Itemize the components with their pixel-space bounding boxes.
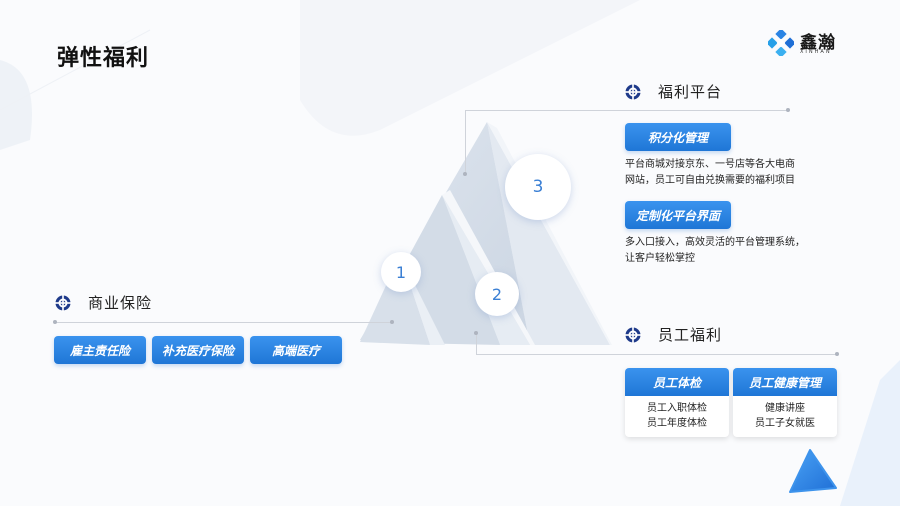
insurance-item-premium[interactable]: 高端医疗 (250, 336, 342, 364)
platform-header: 福利平台 (624, 81, 722, 102)
insurance-header: 商业保险 (54, 292, 152, 313)
platform-connector-h (465, 110, 789, 111)
pyramid-node-1: 1 (381, 252, 421, 292)
platform-dot-right (786, 108, 790, 112)
desc-line: 网站，员工可自由兑换需要的福利项目 (625, 175, 795, 186)
card-line: 员工子女就医 (755, 418, 815, 429)
crosshair-icon (54, 293, 72, 312)
card-body: 员工入职体检 员工年度体检 (625, 396, 729, 437)
pyramid-node-3: 3 (505, 154, 571, 220)
bg-shape-corner (840, 360, 900, 506)
insurance-dot-left (53, 320, 57, 324)
desc-line: 平台商城对接京东、一号店等各大电商 (625, 159, 795, 170)
bg-shape-left (0, 60, 32, 150)
card-body: 健康讲座 员工子女就医 (733, 396, 837, 437)
card-line: 员工年度体检 (647, 418, 707, 429)
corner-triangle (789, 449, 837, 493)
employee-dot-right (835, 352, 839, 356)
platform-item-points-desc: 平台商城对接京东、一号店等各大电商 网站，员工可自由兑换需要的福利项目 (625, 157, 795, 189)
logo-sub: XINHAN (800, 49, 832, 55)
card-line: 健康讲座 (765, 403, 805, 414)
crosshair-icon (624, 325, 642, 344)
employee-title: 员工福利 (658, 326, 723, 344)
employee-header: 员工福利 (624, 324, 722, 345)
employee-dot-top (474, 331, 478, 335)
employee-card-health[interactable]: 员工健康管理 健康讲座 员工子女就医 (733, 368, 837, 437)
insurance-title: 商业保险 (88, 294, 153, 312)
desc-line: 多入口接入，高效灵活的平台管理系统， (625, 237, 805, 248)
pyramid-node-2: 2 (475, 272, 519, 316)
employee-card-checkup[interactable]: 员工体检 员工入职体检 员工年度体检 (625, 368, 729, 437)
card-header: 员工体检 (625, 368, 729, 396)
platform-connector-v (465, 110, 466, 174)
insurance-dot-right (390, 320, 394, 324)
platform-item-points[interactable]: 积分化管理 (625, 123, 731, 151)
pyramid (360, 122, 612, 345)
platform-item-custom-desc: 多入口接入，高效灵活的平台管理系统， 让客户轻松掌控 (625, 235, 805, 267)
insurance-item-medical[interactable]: 补充医疗保险 (152, 336, 244, 364)
insurance-connector (55, 322, 393, 323)
logo-name: 鑫瀚 (800, 33, 836, 53)
platform-item-custom[interactable]: 定制化平台界面 (625, 201, 731, 229)
logo-icon (768, 30, 794, 56)
bg-line (0, 29, 151, 111)
crosshair-icon (624, 82, 642, 101)
card-header: 员工健康管理 (733, 368, 837, 396)
employee-connector-h (476, 354, 837, 355)
insurance-item-employer[interactable]: 雇主责任险 (54, 336, 146, 364)
logo: 鑫瀚 XINHAN (768, 28, 844, 56)
bg-shape-top (300, 0, 640, 136)
platform-title: 福利平台 (658, 83, 723, 101)
page-title: 弹性福利 (57, 46, 150, 71)
card-line: 员工入职体检 (647, 403, 707, 414)
platform-dot-bottom (463, 172, 467, 176)
desc-line: 让客户轻松掌控 (625, 253, 695, 264)
employee-connector-v (476, 333, 477, 354)
